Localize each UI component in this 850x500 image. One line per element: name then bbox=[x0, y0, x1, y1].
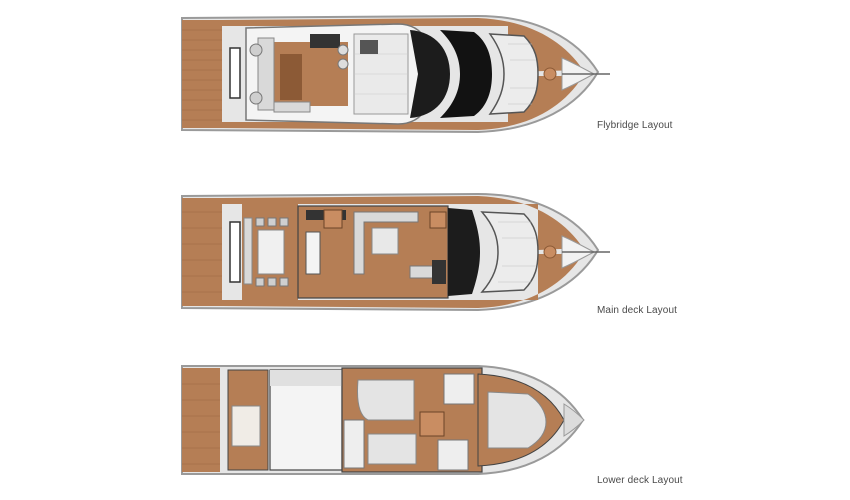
engine-room bbox=[269, 369, 343, 471]
master-bathroom bbox=[343, 419, 365, 469]
main-deck-windscreen bbox=[448, 208, 480, 296]
hardtop-glass bbox=[440, 30, 492, 118]
cockpit-bench bbox=[243, 217, 253, 285]
main-deck-swim-platform bbox=[182, 198, 222, 306]
flybridge-table bbox=[280, 54, 302, 100]
flybridge-bar bbox=[310, 34, 340, 48]
main-helm bbox=[429, 211, 447, 229]
flybridge-layout-label: Flybridge Layout bbox=[597, 120, 673, 131]
flybridge-helm bbox=[360, 40, 378, 54]
crew-berth bbox=[231, 405, 261, 447]
salon-sofa bbox=[353, 211, 419, 275]
galley-counter bbox=[305, 231, 321, 275]
main-deck-foredeck-sunpad bbox=[480, 211, 539, 293]
main-deck-bow-hatch bbox=[543, 245, 557, 259]
vip-berth bbox=[487, 391, 547, 449]
guest-bathroom bbox=[443, 373, 475, 405]
lower-stairs bbox=[419, 411, 445, 437]
flybridge-windscreen bbox=[410, 30, 450, 118]
flybridge-swim-platform bbox=[182, 20, 222, 128]
main-deck-plan bbox=[181, 192, 610, 312]
guest-berth bbox=[367, 433, 417, 465]
flybridge-aft-hatch bbox=[229, 47, 241, 99]
main-deck-aft-hatch bbox=[229, 221, 241, 283]
cockpit-table bbox=[257, 229, 285, 275]
lower-deck-plan bbox=[181, 365, 585, 475]
flybridge-foredeck-sunpad bbox=[488, 33, 539, 115]
flybridge-bow-hatch bbox=[543, 67, 557, 81]
salon-table bbox=[371, 227, 399, 255]
lower-deck-layout-label: Lower deck Layout bbox=[597, 475, 683, 486]
main-deck-layout-label: Main deck Layout bbox=[597, 305, 677, 316]
master-berth bbox=[357, 379, 415, 421]
lower-deck-bow bbox=[563, 403, 585, 437]
flybridge-round-seat bbox=[249, 43, 263, 57]
cockpit-chair bbox=[255, 217, 265, 227]
lower-deck-swim-platform bbox=[182, 368, 220, 472]
galley-stairs bbox=[323, 209, 343, 229]
flybridge-plan bbox=[181, 14, 610, 134]
